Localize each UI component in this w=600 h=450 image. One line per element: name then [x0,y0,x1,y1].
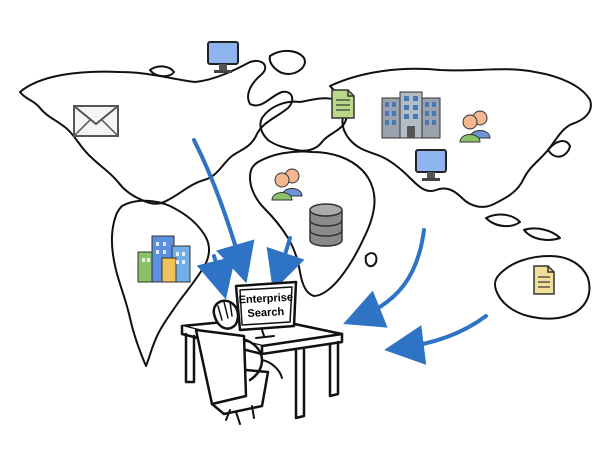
office-building-icon [381,91,441,139]
city-buildings-icon [137,235,191,283]
africa-outline [249,150,376,297]
monitor-icon [207,41,239,73]
arrow-australia-to-search [384,314,488,365]
people-icon [271,168,303,201]
europe-outline [259,97,348,152]
greenland-outline [268,50,306,75]
monitor-label-line2: Search [247,306,285,320]
arrow-envelope-to-search [192,138,255,284]
database-icon [309,203,343,247]
note-document-icon [533,265,555,295]
arctic-island-outline [149,65,175,78]
desk-leg [184,332,196,384]
data-flow-arrows [192,138,488,365]
monitor-icon [415,149,447,181]
madagascar-outline [364,252,378,268]
document-icon [331,89,355,119]
desk-workstation [180,280,344,425]
arrow-africa-west-to-search [266,236,305,292]
north-america-outline [19,60,294,205]
desk-leg [328,340,340,398]
office-chair [194,328,248,406]
islands-outline [485,213,521,228]
arrow-asia-to-search [343,228,426,328]
person-head [212,299,240,330]
asia-outline [329,67,592,208]
world-map [19,50,592,367]
islands-outline-2 [523,227,561,241]
south-america-outline [110,199,210,367]
envelope-icon [73,105,119,137]
arrow-america-to-search [196,254,236,300]
australia-outline [493,255,591,320]
desk-leg [294,348,306,420]
monitor-label-line1: Enterprise [238,292,293,307]
people-icon [459,110,491,143]
japan-outline [547,140,571,158]
